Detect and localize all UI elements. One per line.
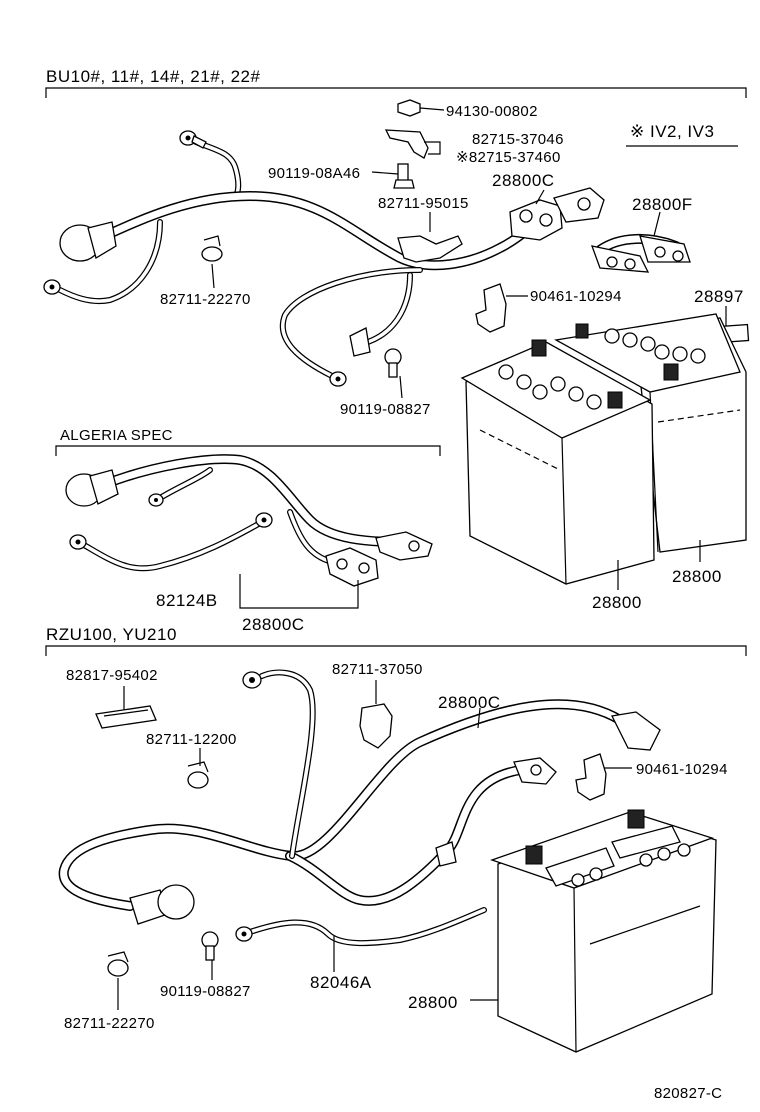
bolt: [384, 348, 402, 378]
ring-terminal: [148, 493, 164, 507]
bolt: [393, 163, 415, 189]
label-90119-08827-bottom: 90119-08827: [160, 983, 251, 1000]
part-number-labels: 94130-00802 82715-37046 ※82715-37460 901…: [64, 103, 744, 1032]
cell-caps: [498, 364, 602, 410]
protector-strip: [95, 705, 157, 729]
section-bracket-top: [45, 87, 747, 98]
section-title-bottom: RZU100, YU210: [46, 625, 177, 644]
ring-terminal: [43, 279, 61, 295]
bracket-82711: [359, 703, 393, 749]
battery-single: [470, 809, 717, 1053]
clamp-terminal: [513, 757, 557, 785]
note-text: ※ IV2, IV3: [630, 122, 714, 141]
label-28800-bottom: 28800: [408, 993, 458, 1012]
ring-terminal: [69, 534, 87, 550]
bracket-90461: [475, 283, 507, 333]
label-82711-37050: 82711-37050: [332, 661, 423, 678]
battery-clamp-terminals: [509, 187, 605, 241]
cell-caps: [604, 328, 706, 364]
leader-lines-top: [211, 107, 727, 399]
ring-terminal: [329, 371, 347, 387]
label-82124B: 82124B: [156, 591, 218, 610]
cell-caps: [571, 843, 691, 887]
label-82715-37046: 82715-37046: [472, 131, 564, 148]
label-28800-front: 28800: [592, 593, 642, 612]
algeria-section: ALGERIA SPEC: [55, 427, 441, 609]
bracket-90461: [575, 753, 607, 801]
label-28800C-bottom: 28800C: [438, 693, 501, 712]
label-82711-22270-top: 82711-22270: [160, 291, 251, 308]
ring-terminal: [179, 130, 207, 149]
top-harness: [43, 99, 750, 387]
ground-lug: [435, 841, 457, 867]
ring-terminal: [242, 671, 262, 689]
label-82046A: 82046A: [310, 973, 372, 992]
section-title-top: BU10#, 11#, 14#, 21#, 22#: [46, 67, 261, 86]
label-82711-95015: 82711-95015: [378, 195, 469, 212]
label-90119-08827-top: 90119-08827: [340, 401, 431, 418]
label-90461-10294-bottom: 90461-10294: [636, 761, 728, 778]
label-82817-95402: 82817-95402: [66, 667, 158, 684]
bottom-section: RZU100, YU210: [45, 625, 747, 1053]
battery-clamp-terminals: [325, 531, 433, 587]
terminal-boot-cap: [129, 884, 195, 925]
nut: [397, 99, 421, 117]
label-82711-22270-bottom: 82711-22270: [64, 1015, 155, 1032]
bracket: [384, 129, 429, 159]
label-28800-rear: 28800: [672, 567, 722, 586]
terminal-post: [575, 323, 679, 381]
note-box: ※ IV2, IV3: [626, 122, 738, 147]
battery-link-cable: [590, 234, 691, 273]
label-90119-08A46: 90119-08A46: [268, 165, 360, 182]
cable-end-terminal: [611, 711, 661, 751]
bolt: [201, 931, 219, 961]
label-28897: 28897: [694, 287, 744, 306]
label-94130-00802: 94130-00802: [446, 103, 538, 120]
wire-clip: [107, 951, 129, 977]
label-82715-37460: ※82715-37460: [456, 149, 561, 166]
battery-pair: [460, 313, 747, 590]
ground-lug: [349, 327, 371, 357]
section-bracket-algeria: [55, 445, 441, 456]
label-28800C-algeria: 28800C: [242, 615, 305, 634]
terminal-post: [525, 809, 645, 865]
label-90461-10294-top: 90461-10294: [530, 288, 622, 305]
top-section: BU10#, 11#, 14#, 21#, 22#: [45, 67, 747, 98]
wire-clip: [187, 761, 209, 789]
ring-terminal: [255, 512, 273, 528]
ring-terminal: [235, 926, 253, 942]
diagram-code: 820827-C: [654, 1085, 722, 1102]
section-bracket-bottom: [45, 645, 747, 656]
section-title-algeria: ALGERIA SPEC: [60, 427, 173, 444]
clamp-holder: [397, 235, 463, 263]
label-82711-12200: 82711-12200: [146, 731, 237, 748]
wire-clip: [201, 235, 223, 262]
terminal-post: [531, 339, 623, 409]
label-28800C-top: 28800C: [492, 171, 555, 190]
label-28800F: 28800F: [632, 195, 693, 214]
